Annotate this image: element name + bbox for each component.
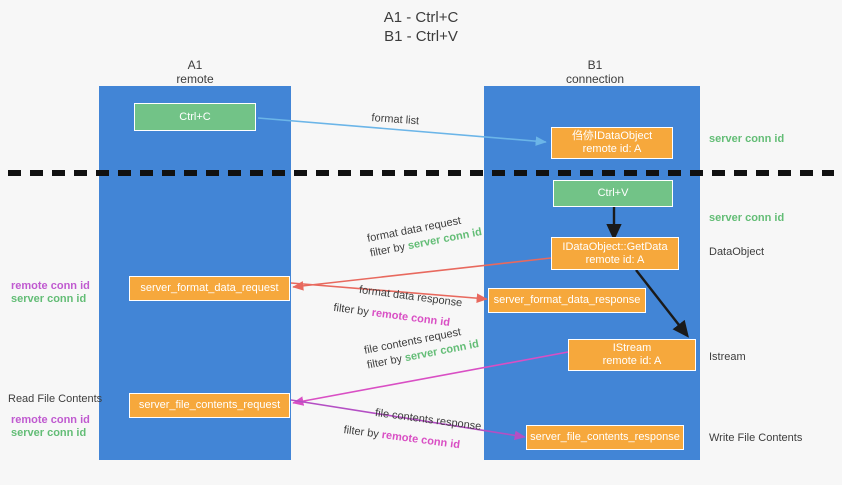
node-ctrl-v-label: Ctrl+V bbox=[597, 187, 629, 199]
edge-label-file-contents-response: file contents response filter by remote … bbox=[343, 406, 482, 456]
annotation-istream: Istream bbox=[709, 351, 746, 363]
node-server-file-contents-request[interactable]: server_file_contents_request bbox=[129, 393, 290, 418]
title-line-1: A1 - Ctrl+C bbox=[383, 9, 459, 26]
node-server-format-data-response[interactable]: server_format_data_response bbox=[488, 288, 646, 313]
edge-label-format-data-response: format data response filter by remote co… bbox=[333, 283, 463, 332]
column-header-b1: B1 connection bbox=[535, 58, 655, 86]
column-header-b1-name: B1 bbox=[587, 58, 603, 72]
node-istream[interactable]: IStream remote id: A bbox=[568, 339, 696, 371]
annotation-remote-conn-id-2: remote conn id bbox=[11, 414, 90, 426]
column-header-a1-sub: remote bbox=[176, 72, 214, 86]
node-idataobject-getdata[interactable]: IDataObject::GetData remote id: A bbox=[551, 237, 679, 270]
node-ctrl-c[interactable]: Ctrl+C bbox=[134, 103, 256, 131]
page-title: A1 - Ctrl+C B1 - Ctrl+V bbox=[0, 8, 842, 46]
node-ole-idataobject-line-2: remote id: A bbox=[582, 143, 642, 155]
edge-label-format-list: format list bbox=[371, 111, 420, 129]
node-server-format-data-request[interactable]: server_format_data_request bbox=[129, 276, 290, 301]
node-ctrl-c-label: Ctrl+C bbox=[179, 110, 211, 123]
edge-label-format-list-text: format list bbox=[371, 111, 420, 128]
annotation-server-conn-id-2: server conn id bbox=[11, 427, 87, 439]
node-ctrl-v[interactable]: Ctrl+V bbox=[553, 180, 673, 207]
node-idataobject-getdata-line-2: remote id: A bbox=[585, 253, 645, 266]
edge-label-format-data-request: format data request filter by server con… bbox=[366, 210, 483, 261]
title-line-2: B1 - Ctrl+V bbox=[384, 28, 458, 45]
node-istream-line-1: IStream bbox=[612, 342, 652, 354]
annotation-server-conn-id-1: server conn id bbox=[11, 293, 87, 305]
annotation-write-file-contents: Write File Contents bbox=[709, 432, 803, 444]
edge-label-file-contents-response-prefix: filter by bbox=[342, 424, 383, 441]
node-server-file-contents-response[interactable]: server_file_contents_response bbox=[526, 425, 684, 450]
annotation-dataobject: DataObject bbox=[709, 246, 765, 258]
node-server-file-contents-request-label: server_file_contents_request bbox=[138, 399, 281, 411]
annotation-remote-conn-id-1: remote conn id bbox=[11, 280, 90, 292]
column-header-a1: A1 remote bbox=[135, 58, 255, 86]
column-header-a1-name: A1 bbox=[187, 58, 203, 72]
node-istream-line-2: remote id: A bbox=[602, 355, 662, 367]
column-header-b1-sub: connection bbox=[565, 72, 625, 86]
edge-label-file-contents-request: file contents request filter by server c… bbox=[363, 322, 480, 373]
edge-label-file-contents-response-highlight: remote conn id bbox=[380, 429, 461, 452]
node-ole-idataobject-line-1: 㑇㑊ⅠDataObject bbox=[571, 130, 653, 142]
annotation-server-conn-id-mid: server conn id bbox=[709, 212, 785, 224]
edge-label-format-data-response-highlight: remote conn id bbox=[370, 306, 451, 330]
edge-label-format-data-response-prefix: filter by bbox=[332, 301, 373, 319]
node-ole-idataobject[interactable]: 㑇㑊ⅠDataObject remote id: A bbox=[551, 127, 673, 159]
node-server-format-data-request-label: server_format_data_request bbox=[140, 282, 279, 294]
annotation-server-conn-id-top: server conn id bbox=[709, 133, 785, 145]
node-idataobject-getdata-line-1: IDataObject::GetData bbox=[562, 240, 668, 253]
node-server-format-data-response-label: server_format_data_response bbox=[493, 294, 641, 306]
node-server-file-contents-response-label: server_file_contents_response bbox=[530, 431, 680, 443]
annotation-read-file-contents: Read File Contents bbox=[8, 393, 103, 405]
